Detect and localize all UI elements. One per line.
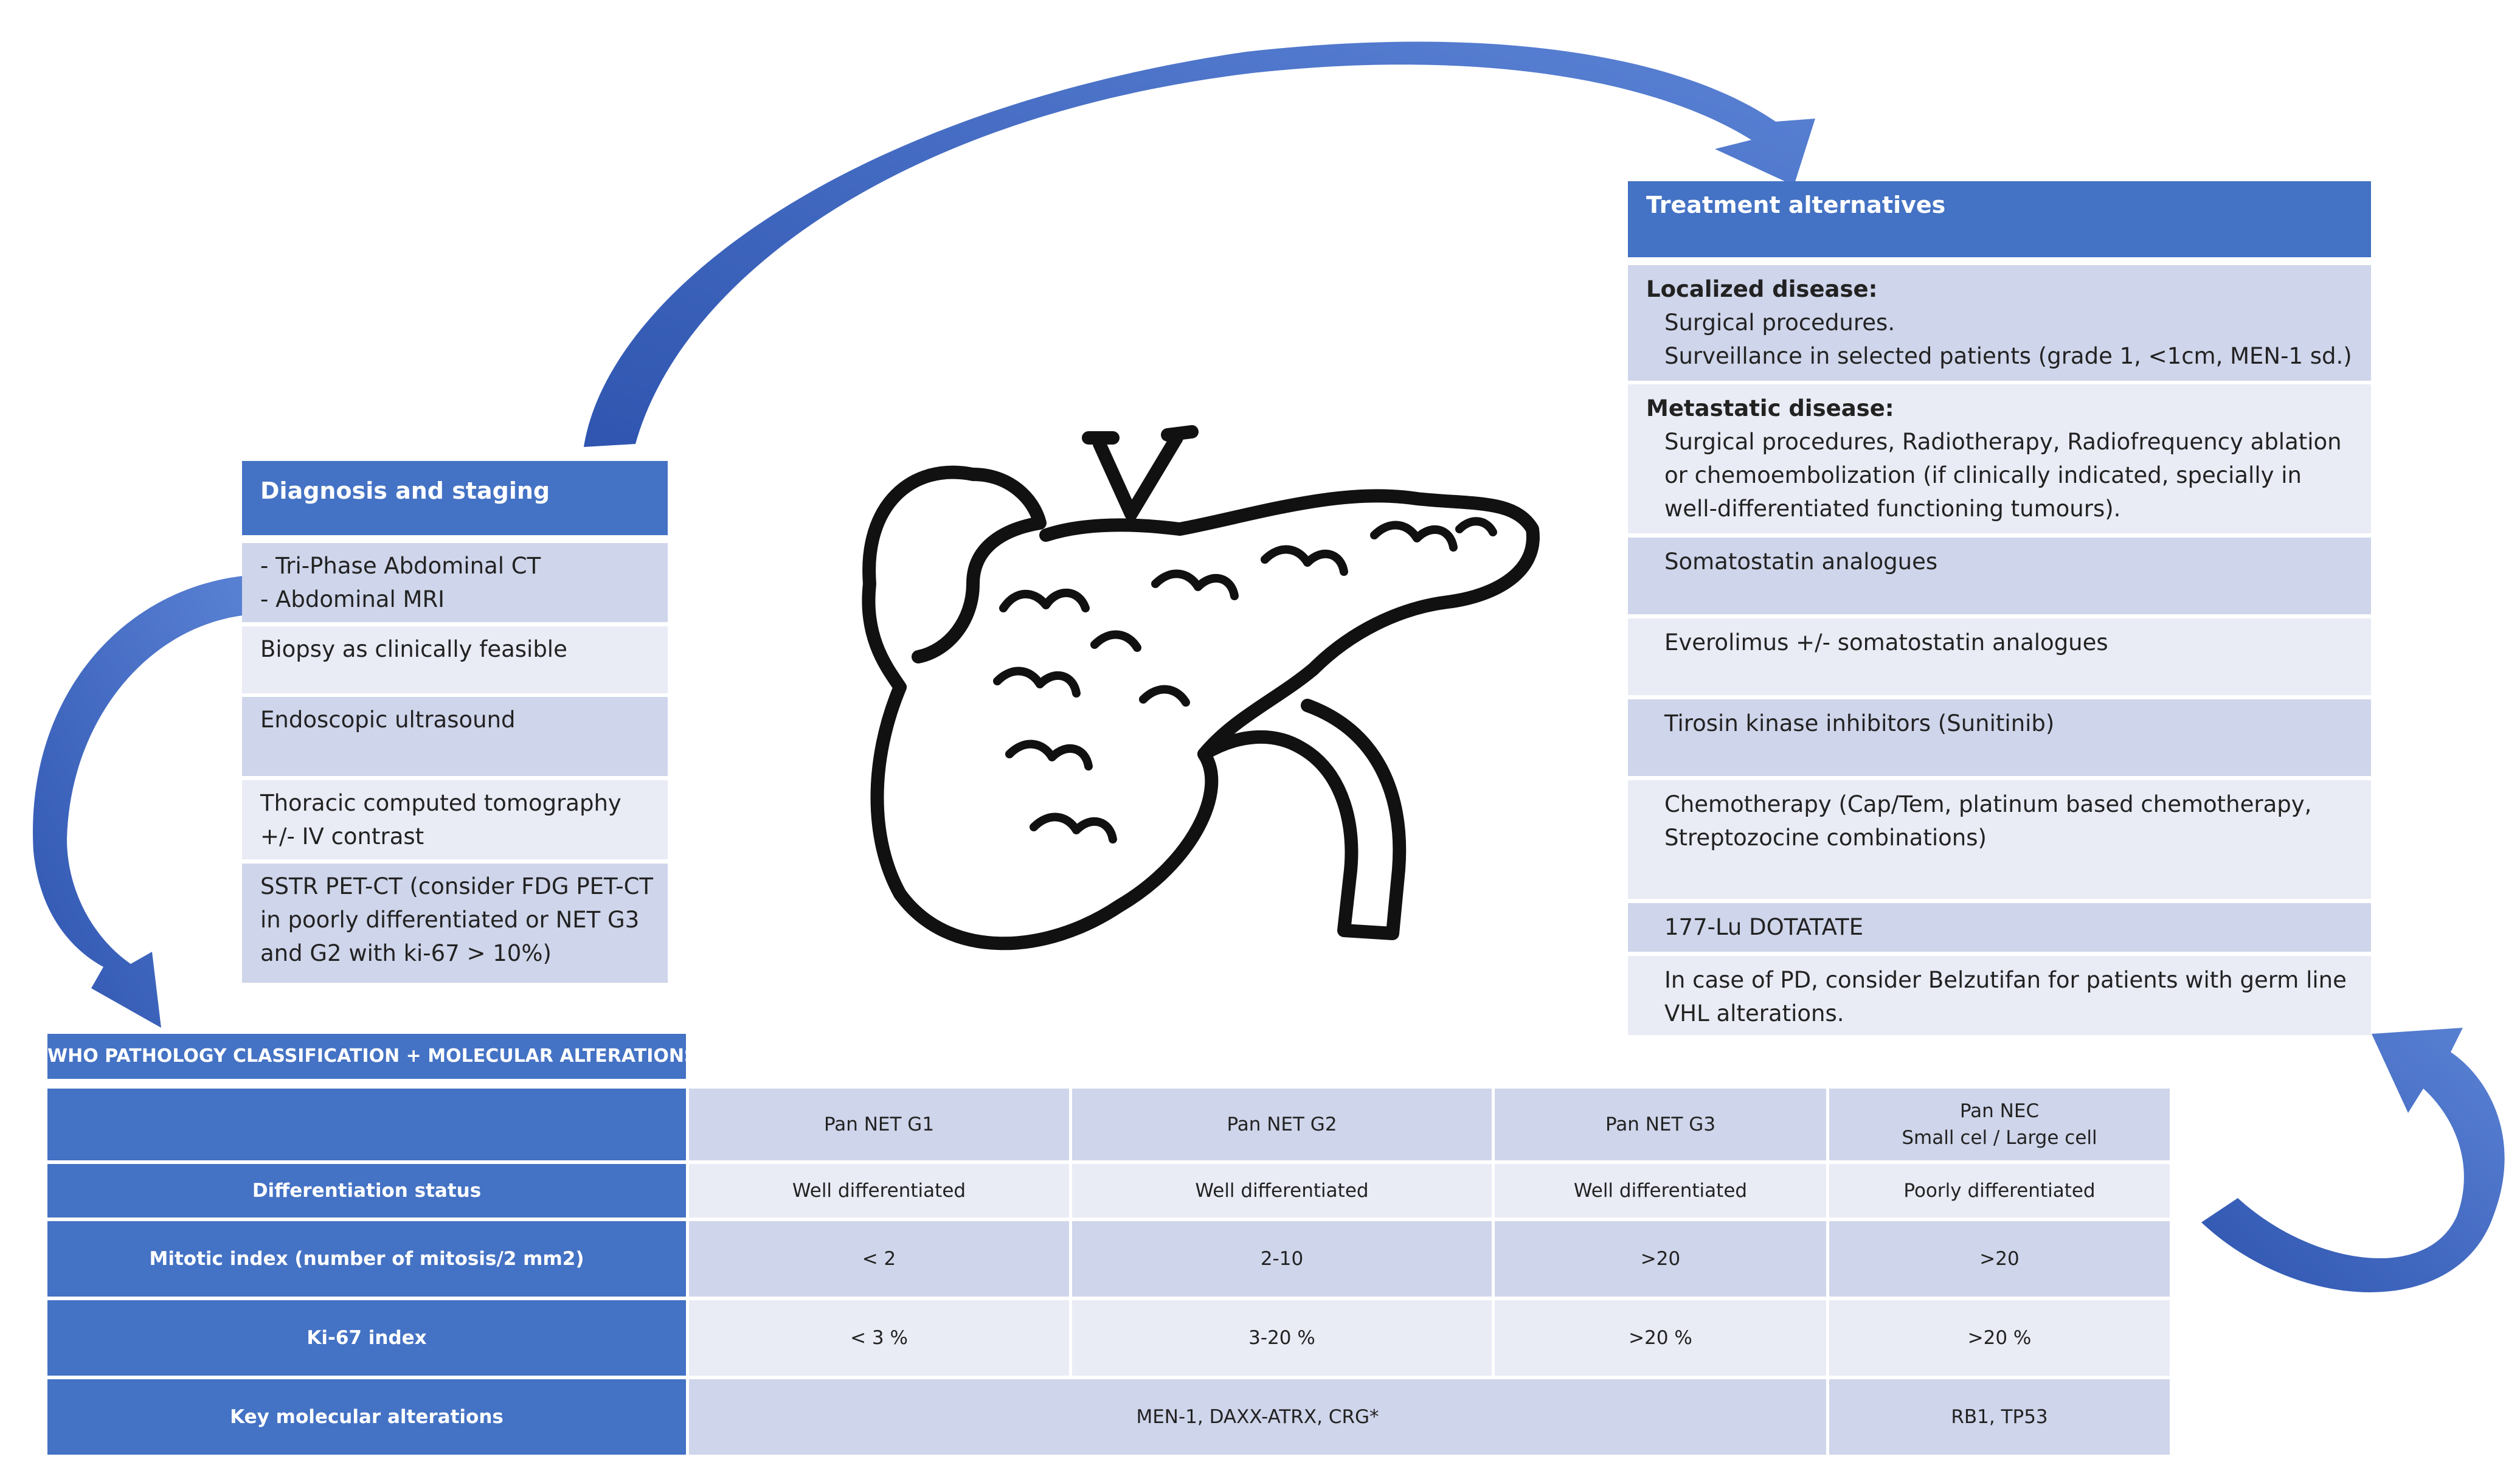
- diagnosis-panel-header: Diagnosis and staging: [242, 461, 668, 535]
- who-col-pan-net-g3: Pan NET G3: [1495, 1089, 1826, 1160]
- diagnosis-item-endoscopic-ultrasound: Endoscopic ultrasound: [242, 697, 668, 776]
- who-row-label-molecular: Key molecular alterations: [47, 1379, 686, 1455]
- who-row-label-differentiation: Differentiation status: [47, 1164, 686, 1217]
- who-cell: >20 %: [1495, 1300, 1826, 1376]
- diagnosis-item-ct-mri: - Tri-Phase Abdominal CT - Abdominal MRI: [242, 543, 668, 622]
- who-row-label-ki67: Ki-67 index: [47, 1300, 686, 1376]
- who-cell-molecular-net: MEN-1, DAXX-ATRX, CRG*: [689, 1379, 1826, 1455]
- who-table-corner: [47, 1089, 686, 1160]
- who-cell: 2-10: [1072, 1221, 1492, 1297]
- arrow-diagnosis-to-treatment: [584, 41, 1815, 448]
- pancreas-illustration-icon: [862, 425, 1540, 951]
- who-cell: < 3 %: [689, 1300, 1069, 1376]
- who-cell: Poorly differentiated: [1829, 1164, 2170, 1217]
- who-cell: < 2: [689, 1221, 1069, 1297]
- treatment-item-everolimus: Everolimus +/- somatostatin analogues: [1628, 618, 2371, 695]
- treatment-item-somatostatin: Somatostatin analogues: [1628, 538, 2371, 614]
- treatment-localized-disease: Localized disease: Surgical procedures. …: [1628, 265, 2371, 381]
- treatment-item-belzutifan: In case of PD, consider Belzutifan for p…: [1628, 956, 2371, 1035]
- who-cell: >20 %: [1829, 1300, 2170, 1376]
- treatment-metastatic-disease: Metastatic disease: Surgical procedures,…: [1628, 384, 2371, 533]
- who-col-pan-net-g2: Pan NET G2: [1072, 1089, 1492, 1160]
- treatment-item-chemotherapy: Chemotherapy (Cap/Tem, platinum based ch…: [1628, 780, 2371, 899]
- diagnosis-item-biopsy: Biopsy as clinically feasible: [242, 626, 668, 693]
- treatment-item-lu-dotatate: 177-Lu DOTATATE: [1628, 903, 2371, 952]
- treatment-panel-header: Treatment alternatives: [1628, 181, 2371, 257]
- who-cell: >20: [1829, 1221, 2170, 1297]
- who-cell: Well differentiated: [1072, 1164, 1492, 1217]
- arrow-diagnosis-to-who-table: [33, 575, 255, 1028]
- who-table: Pan NET G1 Pan NET G2 Pan NET G3 Pan NEC…: [47, 1089, 2170, 1461]
- who-table-title: WHO PATHOLOGY CLASSIFICATION + MOLECULAR…: [47, 1034, 698, 1079]
- who-cell: 3-20 %: [1072, 1300, 1492, 1376]
- who-cell: Well differentiated: [1495, 1164, 1826, 1217]
- treatment-item-tki: Tirosin kinase inhibitors (Sunitinib): [1628, 699, 2371, 776]
- who-cell: Well differentiated: [689, 1164, 1069, 1217]
- diagnosis-item-thoracic-ct: Thoracic computed tomography +/- IV cont…: [242, 780, 668, 859]
- treatment-panel-title: Treatment alternatives: [1646, 192, 1946, 218]
- who-col-pan-nec: Pan NEC Small cel / Large cell: [1829, 1089, 2170, 1160]
- diagnosis-item-sstr-pet-ct: SSTR PET-CT (consider FDG PET-CT in poor…: [242, 864, 668, 983]
- arrow-who-table-to-treatment: [2201, 1028, 2505, 1292]
- who-cell-molecular-nec: RB1, TP53: [1829, 1379, 2170, 1455]
- who-row-label-mitotic-index: Mitotic index (number of mitosis/2 mm2): [47, 1221, 686, 1297]
- who-cell: >20: [1495, 1221, 1826, 1297]
- who-col-pan-net-g1: Pan NET G1: [689, 1089, 1069, 1160]
- diagnosis-panel-title: Diagnosis and staging: [260, 477, 550, 504]
